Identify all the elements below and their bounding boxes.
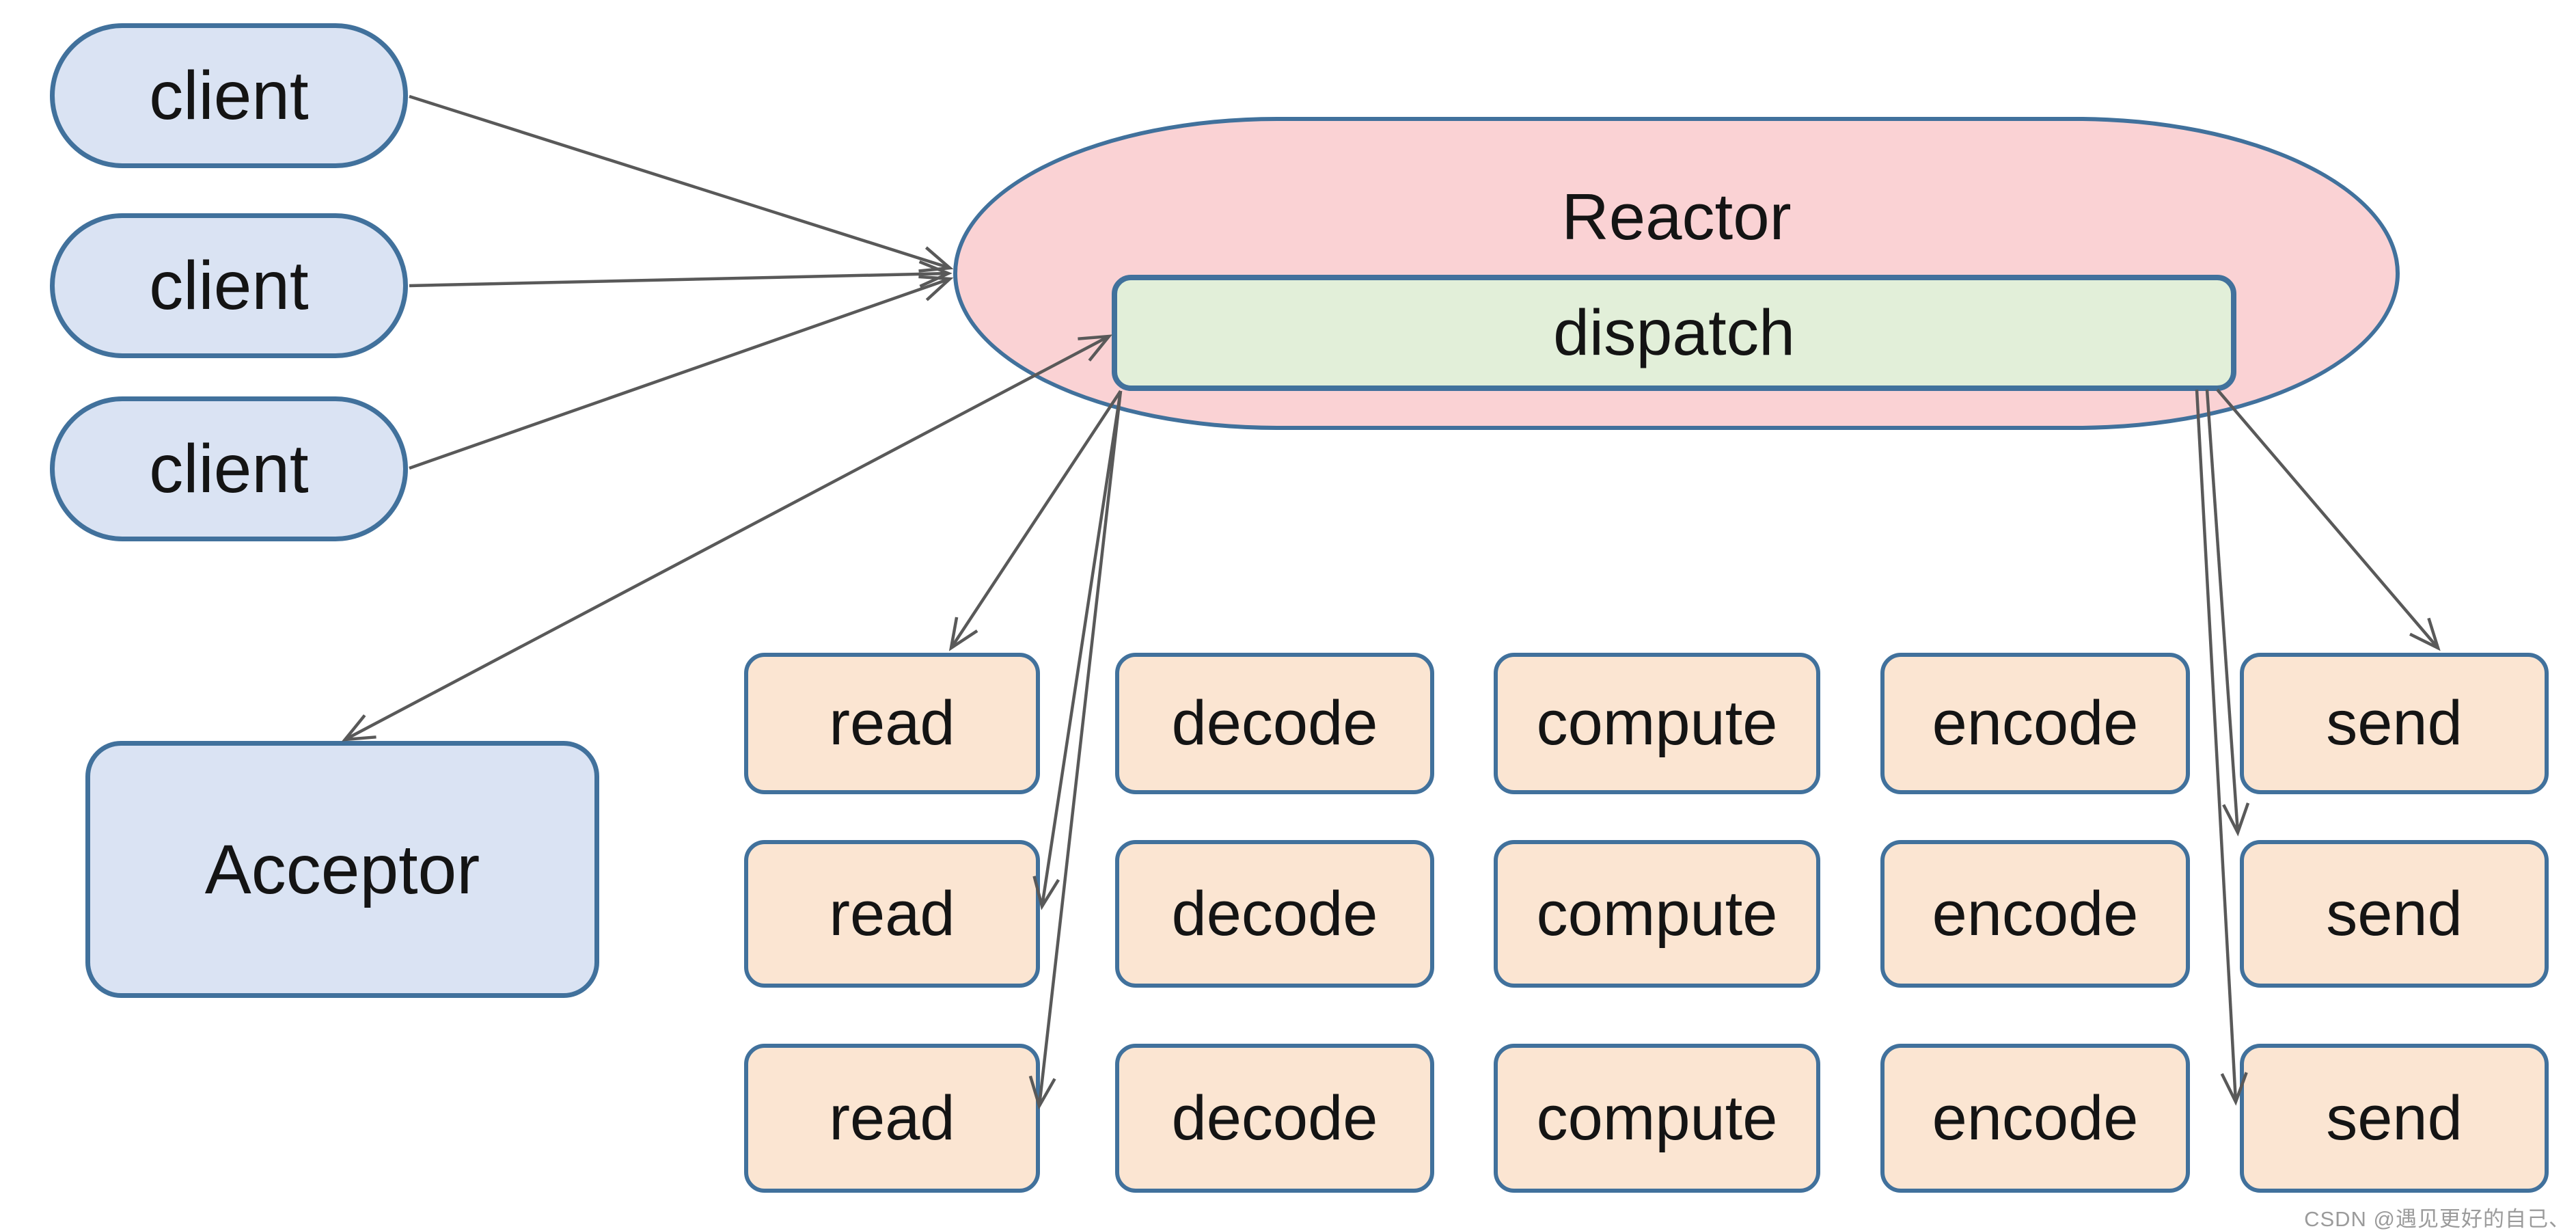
worker-decode-1: decode	[1115, 653, 1434, 794]
client-node-1: client	[50, 23, 408, 168]
worker-label: read	[829, 688, 955, 758]
client-node-2: client	[50, 213, 408, 358]
dispatch-label: dispatch	[1553, 296, 1795, 369]
client-label-1: client	[149, 57, 309, 134]
acceptor-node: Acceptor	[85, 741, 599, 998]
worker-label: compute	[1536, 1083, 1778, 1153]
arrow-dispatch-send3	[2195, 389, 2248, 1106]
worker-compute-1: compute	[1494, 653, 1820, 794]
client-node-3: client	[50, 396, 408, 541]
client-label-3: client	[149, 430, 309, 507]
worker-label: send	[2326, 1083, 2463, 1153]
worker-label: encode	[1932, 1083, 2139, 1153]
arrow-dispatch-read3	[1028, 390, 1123, 1110]
worker-compute-3: compute	[1494, 1044, 1820, 1193]
worker-label: encode	[1932, 688, 2139, 758]
client-label-2: client	[149, 247, 309, 324]
arrow-dispatch-read1	[948, 390, 1122, 651]
worker-label: read	[829, 878, 955, 949]
reactor-label: Reactor	[1561, 180, 1792, 254]
worker-label: send	[2326, 878, 2463, 949]
worker-read-1: read	[744, 653, 1040, 794]
worker-label: encode	[1932, 878, 2139, 949]
arrow-dispatch-send2	[2205, 389, 2250, 837]
worker-encode-2: encode	[1880, 840, 2190, 988]
dispatch-node: dispatch	[1112, 275, 2236, 391]
worker-label: decode	[1171, 1083, 1378, 1153]
worker-label: compute	[1536, 878, 1778, 949]
worker-compute-2: compute	[1494, 840, 1820, 988]
worker-encode-1: encode	[1880, 653, 2190, 794]
arrow-dispatch-send1	[2216, 388, 2441, 651]
worker-label: send	[2326, 688, 2463, 758]
arrow-dispatch-read2	[1032, 390, 1123, 910]
worker-send-3: send	[2240, 1044, 2549, 1193]
arrow-client2-reactor	[409, 260, 953, 288]
worker-read-3: read	[744, 1044, 1040, 1193]
worker-decode-3: decode	[1115, 1044, 1434, 1193]
worker-encode-3: encode	[1880, 1044, 2190, 1193]
acceptor-label: Acceptor	[204, 830, 480, 908]
arrow-client1-reactor	[409, 94, 954, 273]
csdn-watermark: CSDN @遇见更好的自己、	[2304, 1207, 2571, 1231]
worker-label: decode	[1171, 878, 1378, 949]
worker-decode-2: decode	[1115, 840, 1434, 988]
arrow-client3-reactor	[409, 275, 954, 470]
worker-send-2: send	[2240, 840, 2549, 988]
worker-read-2: read	[744, 840, 1040, 988]
worker-label: compute	[1536, 688, 1778, 758]
worker-send-1: send	[2240, 653, 2549, 794]
worker-label: decode	[1171, 688, 1378, 758]
worker-label: read	[829, 1083, 955, 1153]
